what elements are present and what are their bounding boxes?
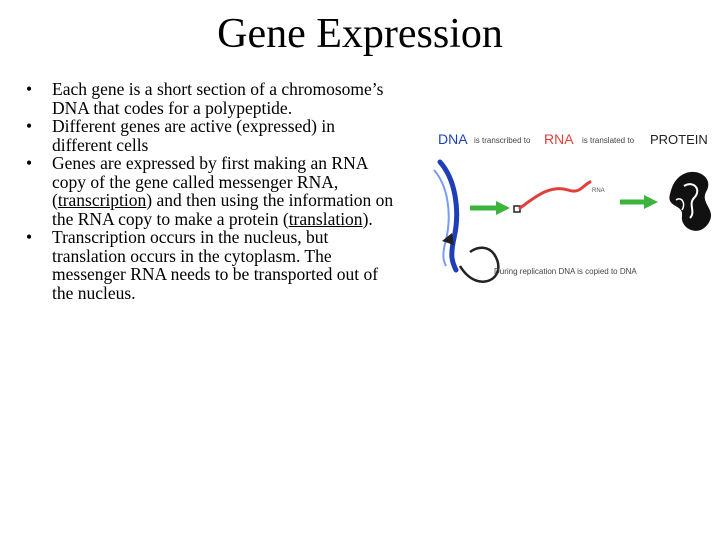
bullet-marker: • [26,227,33,247]
bullet-item: • Transcription occurs in the nucleus, b… [26,228,396,302]
bullet-text-part: Genes are expressed by first making an R… [52,153,368,210]
transcribed-label: is transcribed to [474,136,531,145]
dna-label: DNA [438,131,468,147]
folded-protein-icon [669,171,712,231]
transcription-term: transcription [57,190,147,210]
translation-arrowhead-icon [644,195,658,209]
dna-strand-icon [437,159,460,273]
bullet-text-part: ). [362,208,373,229]
bullet-item: • Different genes are active (expressed)… [26,117,396,154]
bullet-text: Transcription occurs in the nucleus, but… [52,227,379,303]
bullet-marker: • [26,116,33,136]
bullet-list: • Each gene is a short section of a chro… [26,80,396,302]
rna-label: RNA [544,131,574,147]
bullet-text-part: ) and then using the information on the … [52,190,394,229]
replication-caption: During replication DNA is copied to DNA [494,267,637,276]
replication-loop-arrow-icon [458,246,500,283]
bullet-marker: • [26,79,33,99]
replication-arrowhead-icon [442,233,454,245]
slide-title: Gene Expression [217,11,503,57]
rna-strand-label: RNA [592,188,605,194]
bullet-text: Different genes are active (expressed) i… [52,116,335,155]
rna-strand-icon [518,180,592,210]
bullet-item: • Each gene is a short section of a chro… [26,80,396,117]
transcription-arrowhead-icon [496,201,510,215]
translated-label: is translated to [582,136,635,145]
central-dogma-diagram: DNA is transcribed to RNA is translated … [433,131,712,283]
bullet-text: Each gene is a short section of a chromo… [52,79,384,118]
dna-strand-icon [433,169,450,267]
bullet-item: • Genes are expressed by first making an… [26,154,396,228]
protein-label: PROTEIN [650,132,708,147]
bullet-marker: • [26,153,33,173]
translation-term: translation [288,208,363,229]
